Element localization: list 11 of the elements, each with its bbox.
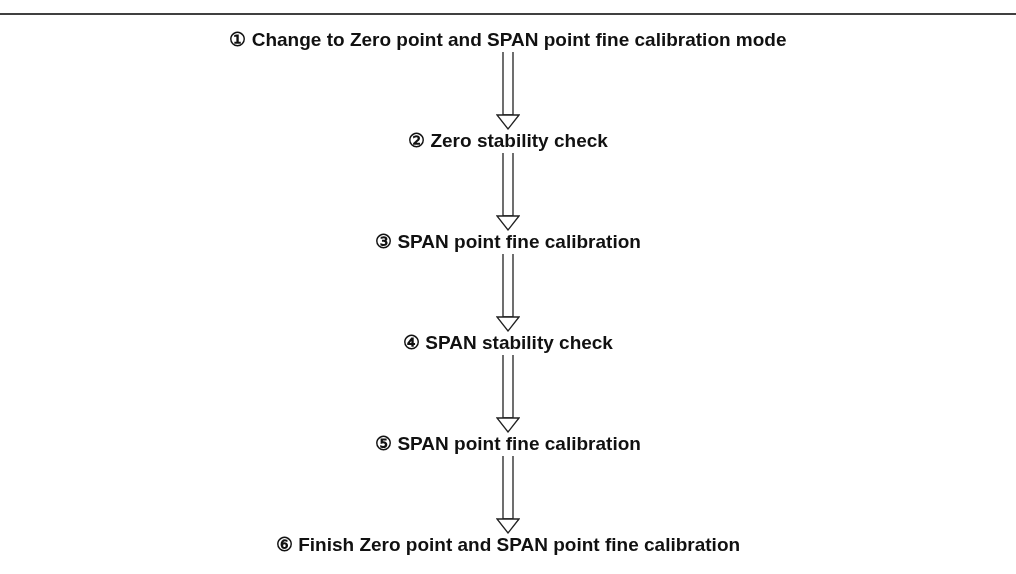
step-text: ② Zero stability check [408, 129, 608, 153]
hollow-down-arrow [496, 253, 520, 332]
step-text: ④ SPAN stability check [403, 331, 613, 355]
step-text: ③ SPAN point fine calibration [375, 230, 641, 254]
step-text: ① Change to Zero point and SPAN point fine calibration mode [229, 28, 787, 52]
hollow-down-arrow [496, 51, 520, 130]
step-text: ⑥ Finish Zero point and SPAN point fine calibration [275, 533, 741, 557]
hollow-down-arrow [496, 354, 520, 433]
hollow-down-arrow [496, 455, 520, 534]
step-text: ⑤ SPAN point fine calibration [375, 432, 641, 456]
hollow-down-arrow [496, 152, 520, 231]
